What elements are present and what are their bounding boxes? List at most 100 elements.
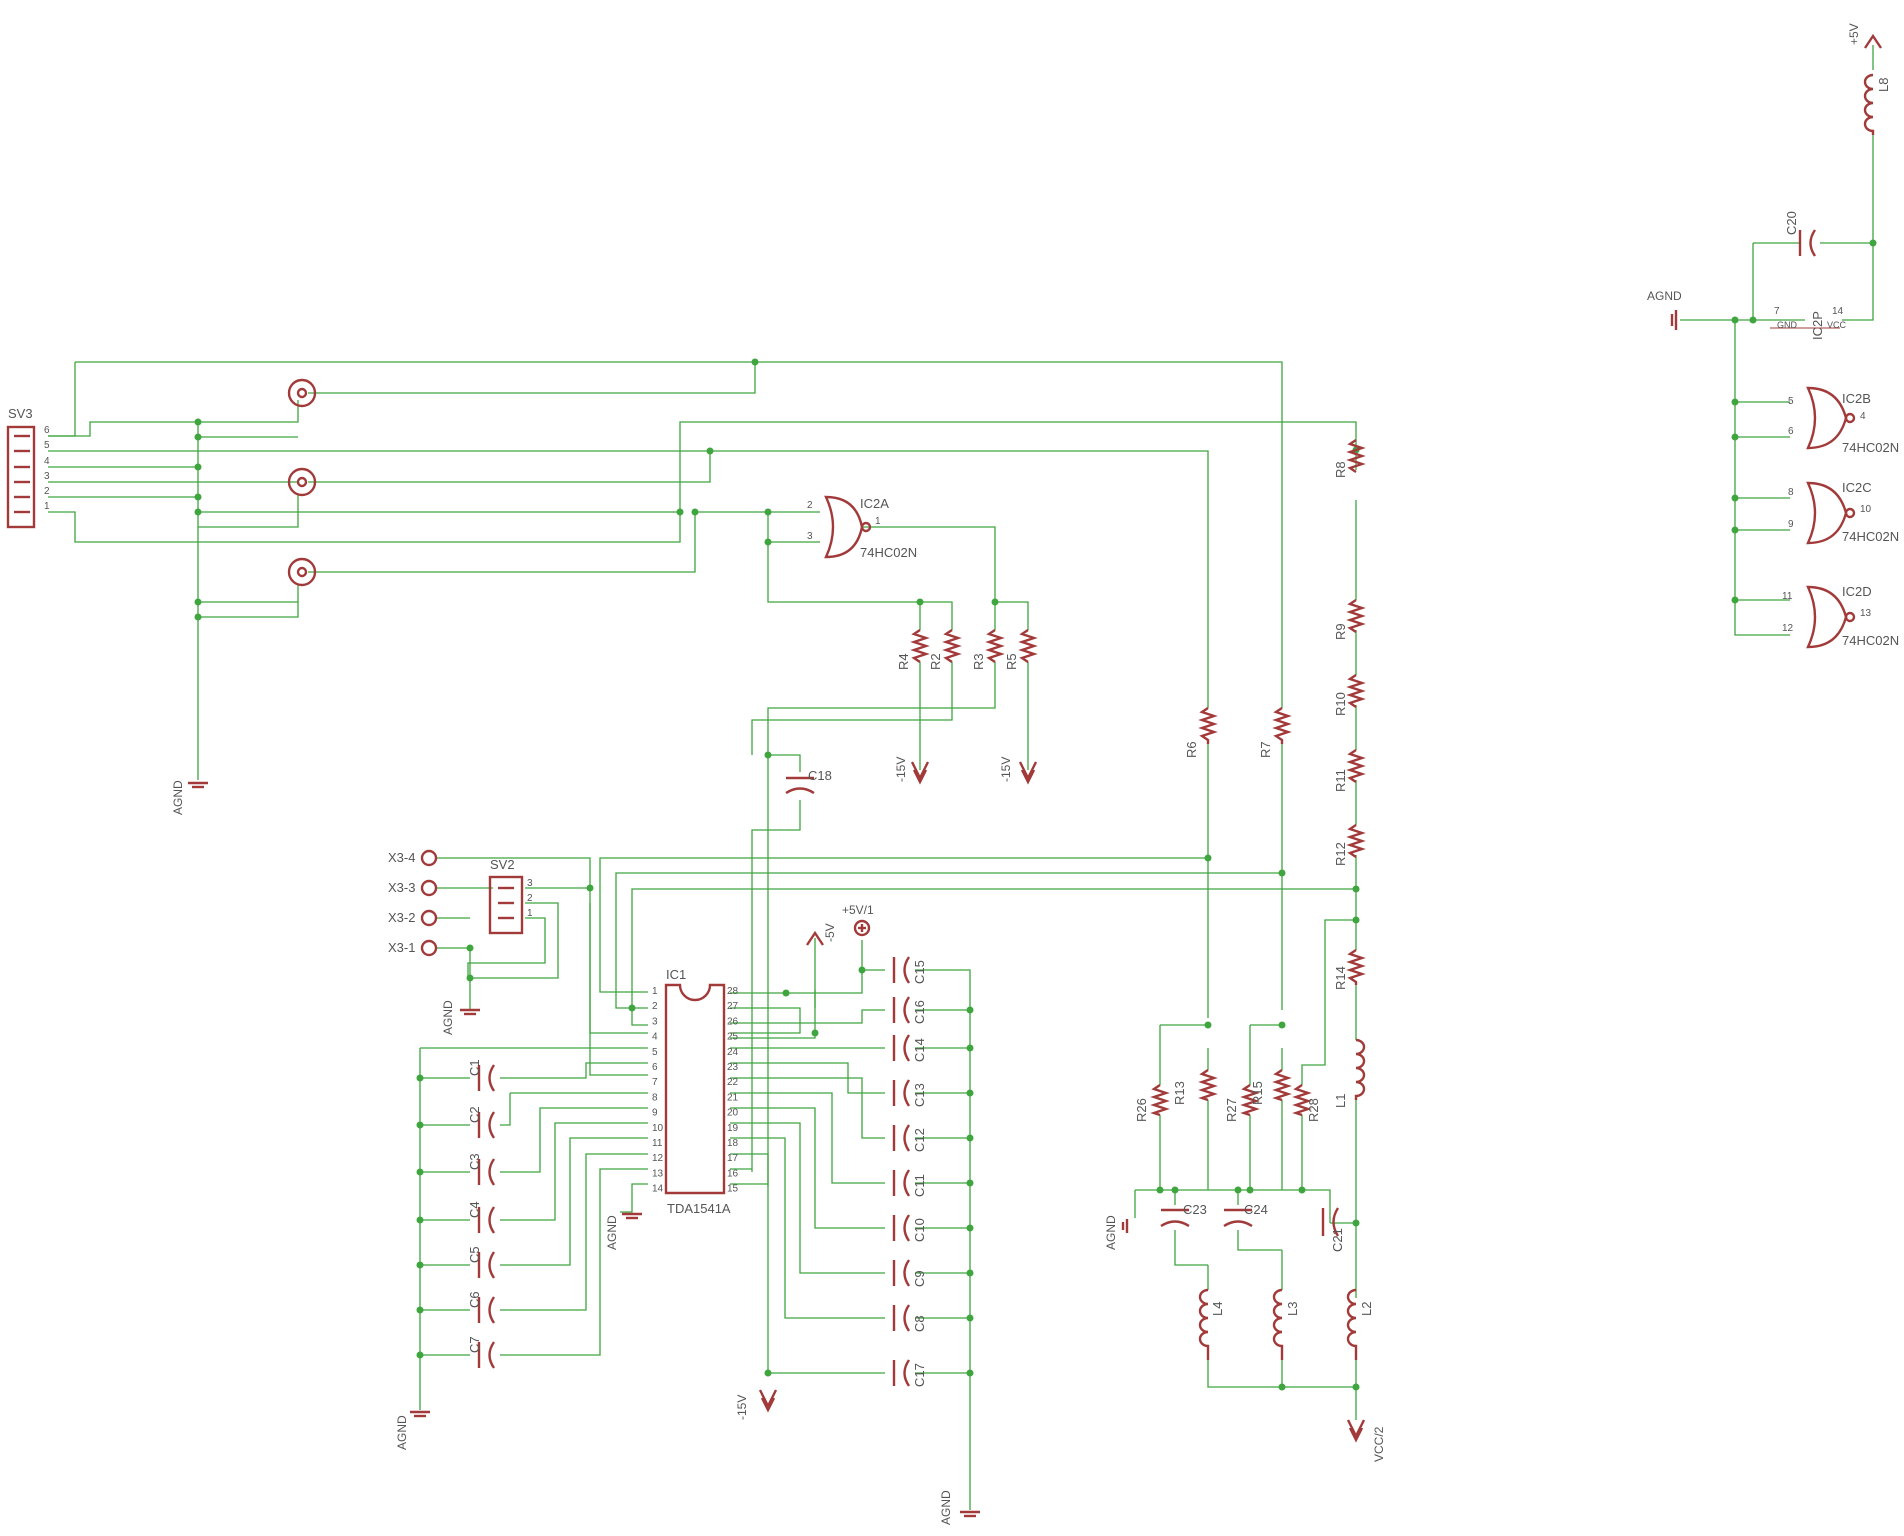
resistor-r14: R14 xyxy=(1333,949,1366,990)
sv3-pin-4: 4 xyxy=(44,456,50,467)
ic2b-label: IC2B xyxy=(1842,391,1871,406)
r27-label: R27 xyxy=(1224,1098,1239,1122)
c23-label: C23 xyxy=(1183,1202,1207,1217)
capacitor-c10: C10 xyxy=(892,1214,927,1242)
p5v1-label: +5V/1 xyxy=(842,903,874,917)
ic2a-pin-out: 1 xyxy=(875,516,881,527)
capacitor-c3: C3 xyxy=(467,1153,496,1186)
m5v-label: -5V xyxy=(823,923,837,942)
sv3-pin-2: 2 xyxy=(44,486,50,497)
r5-label: R5 xyxy=(1004,653,1019,670)
capacitor-c11-label: C11 xyxy=(912,1174,927,1197)
junction-dot xyxy=(764,538,772,546)
ic2p-power-block: 7 GND 14 VCC IC2P xyxy=(1770,306,1847,340)
sv3-label: SV3 xyxy=(8,406,33,421)
sv3-pin-3: 3 xyxy=(44,471,50,482)
junction-dot xyxy=(194,598,202,606)
resistor-r27: R27 xyxy=(1224,1084,1260,1122)
resistor-r4: R4 xyxy=(896,629,930,670)
sv2-connector: SV2 3 2 1 xyxy=(488,857,533,935)
resistor-r28: R28 xyxy=(1292,1084,1321,1122)
agnd-symbol-sv3: AGND xyxy=(171,780,208,815)
capacitor-c7-label: C7 xyxy=(467,1336,482,1353)
vcc2-label: VCC/2 xyxy=(1372,1426,1386,1462)
resistor-r8: R8 xyxy=(1333,439,1366,478)
r26-label: R26 xyxy=(1134,1098,1149,1122)
agnd-symbol-ic2p: AGND xyxy=(1647,289,1682,330)
ic1-pin-left: 14 xyxy=(652,1184,664,1195)
r8-label: R8 xyxy=(1333,461,1348,478)
capacitor-c20: C20 xyxy=(1784,211,1817,257)
sv3-pin-6: 6 xyxy=(44,425,50,436)
p5v-label: +5V xyxy=(1847,23,1861,45)
junction-dot xyxy=(416,1216,424,1224)
ic2a-label: IC2A xyxy=(860,496,889,511)
ic2d-pin-in1: 11 xyxy=(1782,591,1793,602)
capacitor-c24: C24 xyxy=(1223,1202,1268,1228)
agnd-symbol-sv2: AGND xyxy=(441,1000,480,1035)
junction-dot xyxy=(416,1351,424,1359)
junction-dot xyxy=(194,433,202,441)
capacitor-c15: C15 xyxy=(892,956,927,984)
junction-dot xyxy=(194,508,202,516)
capacitor-c17: C17 xyxy=(892,1359,927,1387)
ic1-pin-left: 12 xyxy=(652,1153,664,1164)
ic1-pin-left: 8 xyxy=(652,1092,658,1103)
x3-2-label: X3-2 xyxy=(388,910,415,925)
junction-dots xyxy=(194,239,1877,1391)
ic1-pin-left: 5 xyxy=(652,1047,658,1058)
sv3-connector: SV3 6 5 4 3 2 1 xyxy=(6,406,50,529)
r15-label: R15 xyxy=(1250,1081,1265,1105)
junction-dot xyxy=(416,1074,424,1082)
r10-label: R10 xyxy=(1333,692,1348,716)
ic2c-gate: IC2C 74HC02N 8 9 10 xyxy=(1788,480,1899,545)
ic2d-label: IC2D xyxy=(1842,584,1872,599)
resistor-r2: R2 xyxy=(928,629,962,670)
ic2b-gate: IC2B 74HC02N 5 6 4 xyxy=(1788,386,1899,455)
r7-label: R7 xyxy=(1258,741,1273,758)
junction-dot xyxy=(1749,316,1757,324)
junction-dot xyxy=(1234,1186,1242,1194)
junction-dot xyxy=(1278,869,1286,877)
ic1-label: IC1 xyxy=(666,967,686,982)
ic1-pin-left: 11 xyxy=(652,1138,663,1149)
capacitor-c4-label: C4 xyxy=(467,1201,482,1218)
capacitor-c9-label: C9 xyxy=(912,1270,927,1287)
capacitor-c2-label: C2 xyxy=(467,1106,482,1123)
ic2d-pin-in2: 12 xyxy=(1782,623,1794,634)
capacitor-c1-label: C1 xyxy=(467,1059,482,1076)
ic2p-vcc-label: VCC xyxy=(1827,320,1847,330)
capacitor-c7: C7 xyxy=(467,1336,496,1369)
x3-1-label: X3-1 xyxy=(388,940,415,955)
l8-label: L8 xyxy=(1876,78,1891,92)
inductor-l3: L3 xyxy=(1272,1288,1300,1360)
ic1-pin-right: 27 xyxy=(727,1001,739,1012)
junction-dot xyxy=(966,1134,974,1142)
ic1-pin-right: 25 xyxy=(727,1032,739,1043)
capacitor-c17-label: C17 xyxy=(912,1363,927,1387)
c18-label: C18 xyxy=(808,768,832,783)
ic1-pin-left: 13 xyxy=(652,1168,664,1179)
junction-dot xyxy=(691,508,699,516)
capacitor-c16-label: C16 xyxy=(912,1000,927,1024)
sv2-label: SV2 xyxy=(490,857,515,872)
r6-label: R6 xyxy=(1184,741,1199,758)
resistor-r5: R5 xyxy=(1004,629,1038,670)
sv3-pin-5: 5 xyxy=(44,440,50,451)
agnd-symbol-ic1: AGND xyxy=(605,1212,642,1250)
m15v-symbol-1: -15V xyxy=(894,757,930,785)
p5v1-symbol: +5V/1 xyxy=(842,903,874,937)
l1-label: L1 xyxy=(1333,1094,1348,1108)
capacitor-c6: C6 xyxy=(467,1291,496,1324)
ic1-pin-right: 20 xyxy=(727,1108,739,1119)
junction-dot xyxy=(586,884,594,892)
junction-dot xyxy=(966,1179,974,1187)
ic1-pin-right: 15 xyxy=(727,1184,739,1195)
vcc2-symbol: VCC/2 xyxy=(1346,1419,1386,1462)
r12-label: R12 xyxy=(1333,842,1348,866)
junction-dot xyxy=(966,1089,974,1097)
x3-4-label: X3-4 xyxy=(388,850,415,865)
ic1-pin-right: 24 xyxy=(727,1047,739,1058)
